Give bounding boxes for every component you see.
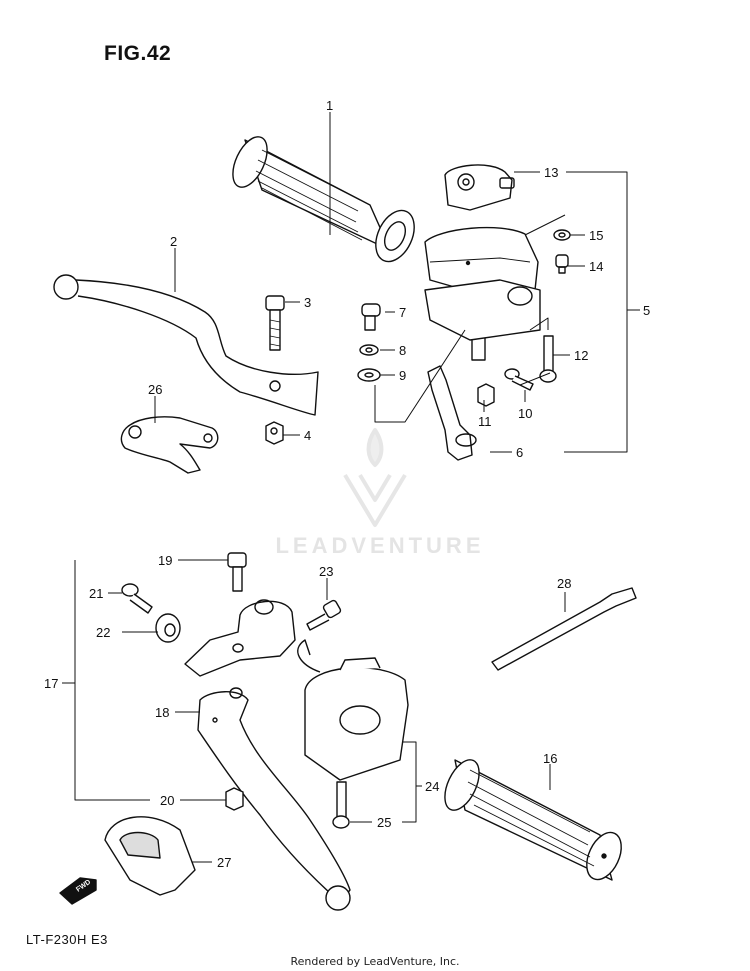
callout-6: 6 xyxy=(516,445,523,460)
part-screw-14 xyxy=(555,254,569,274)
part-screw-25 xyxy=(332,781,350,829)
callout-12: 12 xyxy=(574,348,588,363)
callout-27: 27 xyxy=(217,855,231,870)
part-pivot-bolt-19 xyxy=(227,552,247,592)
callout-5: 5 xyxy=(643,303,650,318)
part-spacer-22 xyxy=(155,613,181,643)
part-brake-lever xyxy=(53,274,319,416)
callout-25: 25 xyxy=(377,815,391,830)
part-switch-housing-24 xyxy=(297,639,409,781)
part-cable-tie-28 xyxy=(491,587,637,671)
part-throttle-lever-6 xyxy=(427,365,477,461)
callout-14: 14 xyxy=(589,259,603,274)
part-grip-left xyxy=(444,759,622,881)
fwd-arrow-icon xyxy=(59,877,97,905)
part-screw-21 xyxy=(121,583,153,614)
part-cover-27 xyxy=(104,816,196,896)
part-bracket-26 xyxy=(120,416,219,474)
callout-11: 11 xyxy=(478,414,492,429)
callout-20: 20 xyxy=(160,793,174,808)
callout-22: 22 xyxy=(96,625,110,640)
part-screw-23 xyxy=(306,599,342,631)
callout-9: 9 xyxy=(399,368,406,383)
part-washer-15 xyxy=(553,229,571,241)
part-washer-9 xyxy=(357,368,381,382)
watermark-text: LEADVENTURE xyxy=(275,533,485,558)
part-screw-12 xyxy=(539,335,557,383)
callout-7: 7 xyxy=(399,305,406,320)
part-nut-20 xyxy=(225,787,244,811)
callout-4: 4 xyxy=(304,428,311,443)
leader-lines xyxy=(62,112,640,863)
callout-21: 21 xyxy=(89,586,103,601)
part-throttle-case-5 xyxy=(424,226,541,361)
callout-16: 16 xyxy=(543,751,557,766)
callout-13: 13 xyxy=(544,165,558,180)
part-screw-10 xyxy=(504,368,534,391)
callout-28: 28 xyxy=(557,576,571,591)
callout-19: 19 xyxy=(158,553,172,568)
part-grip-right xyxy=(232,136,415,263)
callout-2: 2 xyxy=(170,234,177,249)
part-throttle-housing-13 xyxy=(444,164,515,211)
callout-8: 8 xyxy=(399,343,406,358)
callout-3: 3 xyxy=(304,295,311,310)
part-clutch-lever-18 xyxy=(197,687,351,911)
callout-1: 1 xyxy=(326,98,333,113)
model-code: LT-F230H E3 xyxy=(26,932,108,947)
part-lever-holder-17 xyxy=(184,599,296,677)
callout-24: 24 xyxy=(425,779,439,794)
part-bolt-3 xyxy=(265,295,285,351)
part-screw-7 xyxy=(361,303,381,331)
callout-10: 10 xyxy=(518,406,532,421)
callout-15: 15 xyxy=(589,228,603,243)
part-nut-4 xyxy=(265,421,284,445)
watermark-logo xyxy=(343,428,407,527)
callout-26: 26 xyxy=(148,382,162,397)
callout-23: 23 xyxy=(319,564,333,579)
part-washer-8 xyxy=(359,344,379,356)
render-credit: Rendered by LeadVenture, Inc. xyxy=(290,955,460,968)
callout-18: 18 xyxy=(155,705,169,720)
figure-title: FIG.42 xyxy=(104,42,172,65)
callout-17: 17 xyxy=(44,676,58,691)
part-nut-11 xyxy=(477,383,495,407)
